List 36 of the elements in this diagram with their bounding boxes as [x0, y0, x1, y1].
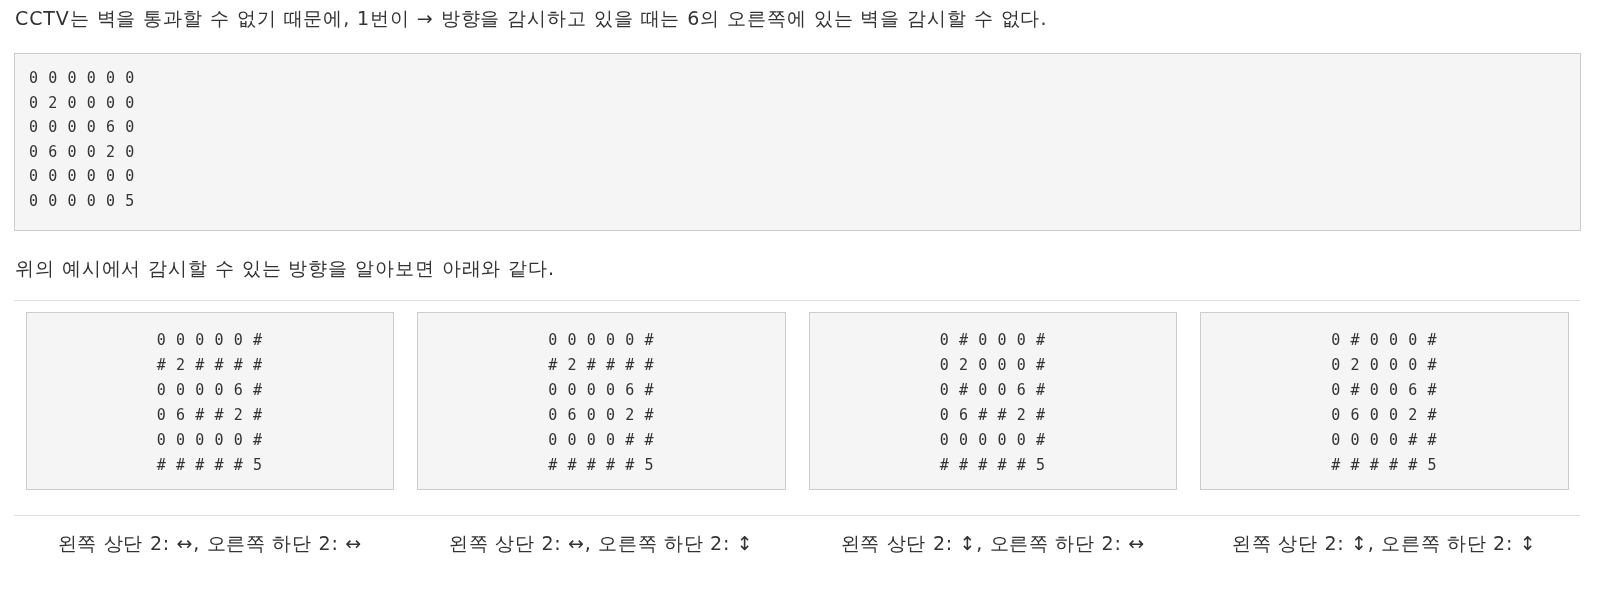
code-line: 0 0 0 0 0 0 — [29, 166, 135, 187]
table-caption: 왼쪽 상단 2: ↕, 오른쪽 하단 2: ↕ — [1232, 531, 1537, 556]
table-caption: 왼쪽 상단 2: ↔, 오른쪽 하단 2: ↔ — [57, 531, 362, 556]
code-line: 0 # 0 0 0 # — [939, 330, 1046, 350]
code-line: 0 2 0 0 0 # — [939, 355, 1046, 375]
code-line: 0 0 0 0 0 # — [548, 330, 655, 350]
code-line: 0 0 0 0 # # — [1331, 430, 1438, 450]
code-line: 0 0 0 0 0 # — [156, 430, 263, 450]
code-line: 0 2 0 0 0 # — [1331, 355, 1438, 375]
code-line: 0 0 0 0 # # — [548, 430, 655, 450]
code-line: 0 6 # # 2 # — [939, 405, 1046, 425]
code-line: 0 0 0 0 6 0 — [29, 117, 135, 138]
code-line: 0 0 0 0 6 # — [548, 380, 655, 400]
code-line: 0 0 0 0 0 # — [939, 430, 1046, 450]
code-line: 0 # 0 0 6 # — [1331, 380, 1438, 400]
table-caption: 왼쪽 상단 2: ↔, 오른쪽 하단 2: ↕ — [449, 531, 754, 556]
code-line: 0 6 0 0 2 # — [548, 405, 655, 425]
code-line: 0 # 0 0 0 # — [1331, 330, 1438, 350]
code-line: # # # # # 5 — [1331, 455, 1438, 475]
code-line: 0 0 0 0 6 # — [156, 380, 263, 400]
code-line: 0 6 0 0 2 0 — [29, 141, 135, 162]
code-line: # # # # # 5 — [156, 455, 263, 475]
code-line: # # # # # 5 — [548, 455, 655, 475]
paragraph: 위의 예시에서 감시할 수 있는 방향을 알아보면 아래와 같다. — [15, 256, 556, 281]
code-line: 0 0 0 0 0 5 — [29, 191, 135, 211]
code-line: 0 # 0 0 6 # — [939, 380, 1046, 400]
code-line: 0 0 0 0 0 0 — [29, 68, 135, 88]
paragraph: CCTV는 벽을 통과할 수 없기 때문에, 1번이 → 방향을 감시하고 있을 때는 6의 오른쪽에 있는 벽을 감시할 수 없다. — [15, 6, 1048, 31]
code-line: 0 2 0 0 0 0 — [29, 92, 135, 113]
code-line: 0 0 0 0 0 # — [156, 330, 263, 350]
code-line: 0 6 0 0 2 # — [1331, 405, 1438, 425]
code-line: # # # # # 5 — [939, 455, 1046, 475]
code-line: # 2 # # # # — [156, 355, 263, 375]
table-caption: 왼쪽 상단 2: ↕, 오른쪽 하단 2: ↔ — [840, 531, 1145, 556]
code-line: 0 6 # # 2 # — [156, 405, 263, 425]
code-line: # 2 # # # # — [548, 355, 655, 375]
